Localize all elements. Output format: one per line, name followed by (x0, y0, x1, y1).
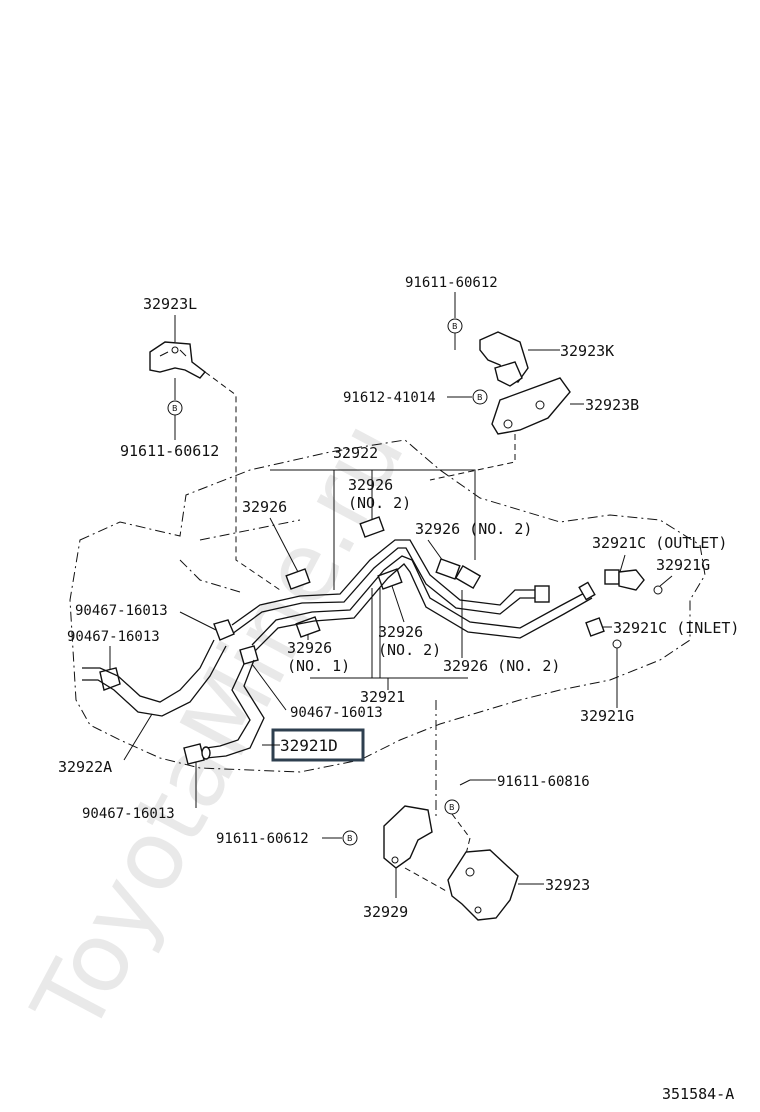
grommet-32926-no2 (435, 558, 461, 580)
hose-32921D (201, 659, 265, 760)
pipe-nut (534, 585, 550, 603)
label-91612-41014: 91612-41014 (343, 390, 436, 406)
diagram-code: 351584-A (662, 1085, 734, 1103)
label-91611-60612-left: 91611-60612 (120, 442, 219, 460)
label-91611-60612-bottom: 91611-60612 (216, 831, 309, 847)
case-inner-line (179, 519, 301, 593)
hose-clip (183, 743, 205, 765)
bolt-icon: B (167, 400, 183, 416)
oil-cooler-pipes (231, 539, 593, 655)
bracket-32923B (491, 377, 571, 435)
label-32921D[interactable]: 32921D (280, 736, 338, 755)
label-32921: 32921 (360, 688, 405, 706)
label-32921C-inlet: 32921C (INLET) (613, 619, 739, 637)
label-32926-no1: 32926 (287, 639, 332, 657)
bracket-32923K (479, 331, 529, 387)
grommet-32926 (285, 568, 311, 590)
union-32921C-inlet (585, 617, 605, 637)
hose-clip (239, 645, 259, 665)
bolt-icon: B (342, 830, 358, 846)
label-32923B: 32923B (585, 396, 639, 414)
label-90467-16013-a: 90467-16013 (75, 603, 168, 619)
bolt-icon: B (472, 389, 488, 405)
gasket-32921G (612, 639, 622, 649)
label-91611-60612-top: 91611-60612 (405, 275, 498, 291)
label-32926-no1-note: (NO. 1) (287, 657, 350, 675)
label-32923K: 32923K (560, 342, 614, 360)
label-32923L: 32923L (143, 295, 197, 313)
bracket-32923L (149, 341, 207, 379)
label-32921G-top: 32921G (656, 556, 710, 574)
grommet-32926-no1 (295, 616, 321, 638)
grommet-32926-no2 (377, 568, 403, 590)
bracket-32923 (447, 849, 519, 921)
label-32926-no2-low: 32926 (NO. 2) (443, 657, 560, 675)
hose-clip (99, 667, 121, 691)
hose-32922A (82, 639, 227, 717)
label-32922A: 32922A (58, 758, 112, 776)
label-32921G-bottom: 32921G (580, 707, 634, 725)
label-32921C-outlet: 32921C (OUTLET) (592, 534, 727, 552)
label-32929: 32929 (363, 903, 408, 921)
hose-clip (213, 619, 235, 641)
gasket-32921G (653, 585, 663, 595)
label-91611-60816: 91611-60816 (497, 774, 590, 790)
label-32926-no2-right: 32926 (NO. 2) (415, 520, 532, 538)
transmission-outline (69, 439, 706, 773)
label-32926-no2-mid: 32926 (378, 623, 423, 641)
grommet-32926-no2 (454, 564, 482, 590)
label-32926-no2-top: 32926 (348, 476, 393, 494)
label-90467-16013-c: 90467-16013 (290, 705, 383, 721)
label-32926-no2-top-note: (NO. 2) (348, 494, 411, 512)
label-32923: 32923 (545, 876, 590, 894)
highlight-box (271, 728, 365, 762)
grommet-32926-no2 (359, 516, 385, 538)
label-32926-no2-mid-note: (NO. 2) (378, 641, 441, 659)
label-90467-16013-b: 90467-16013 (67, 629, 160, 645)
pipe-nut (578, 581, 596, 601)
svg-text:B: B (477, 393, 483, 402)
bracket-32929 (383, 805, 433, 869)
svg-text:B: B (172, 404, 178, 413)
bolt-icon: B (447, 318, 463, 334)
label-90467-16013-d: 90467-16013 (82, 806, 175, 822)
label-32922: 32922 (333, 444, 378, 462)
svg-text:B: B (449, 803, 455, 812)
label-32926-left: 32926 (242, 498, 287, 516)
svg-text:B: B (452, 322, 458, 331)
union-32921C-outlet (604, 569, 645, 591)
bolt-icon: B (444, 799, 460, 815)
svg-text:B: B (347, 834, 353, 843)
